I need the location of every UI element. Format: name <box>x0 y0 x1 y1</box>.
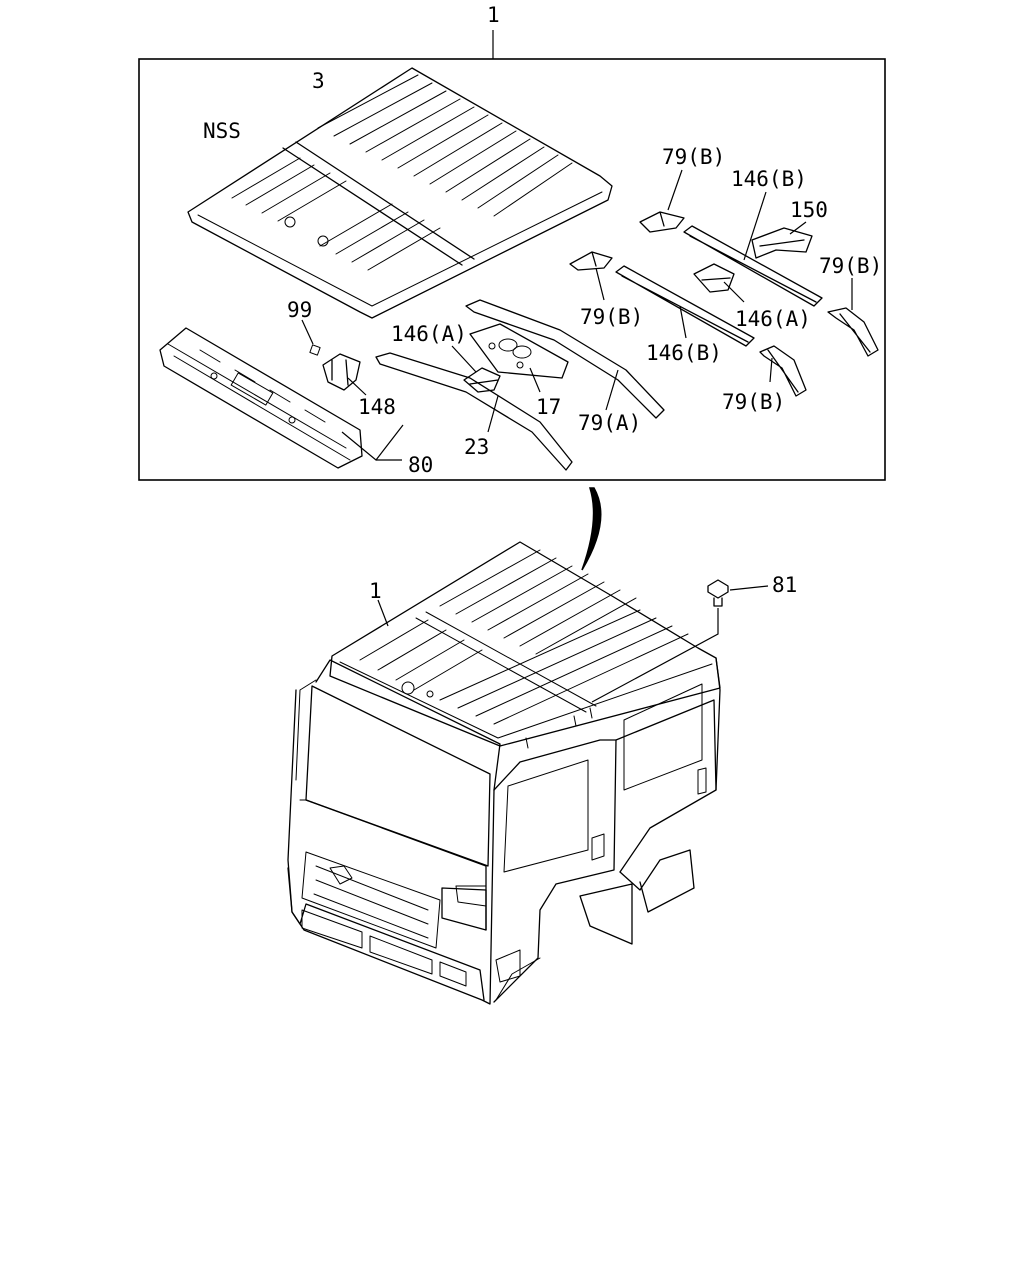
label-bracket-146a-right: 146(A) <box>735 307 811 331</box>
rail-79a <box>465 299 665 419</box>
label-cab-assembly: 1 <box>369 579 382 603</box>
rail-146b-mid-callout-leader <box>679 305 687 339</box>
label-rail-146b-top: 146(B) <box>731 167 807 191</box>
label-top-assembly: 1 <box>487 3 500 27</box>
roof-panel <box>187 67 613 319</box>
rail-146b-mid <box>615 265 755 347</box>
label-plate-17: 17 <box>536 395 561 419</box>
strip-79b-mid-callout-leader <box>595 267 605 301</box>
bracket-148-callout-leader <box>347 377 367 396</box>
rail-79a-callout-leader <box>605 369 619 411</box>
strip-79b-bottom-callout-leader <box>769 357 773 383</box>
bolt-81-callout-leader <box>591 585 769 703</box>
rail-146b-top-callout-leader <box>743 191 767 261</box>
plate-17-callout-leader <box>529 367 541 393</box>
bolt-81 <box>707 579 729 607</box>
label-plate-99: 99 <box>287 298 312 322</box>
front-header-callout-leader <box>341 424 404 461</box>
bracket-146a-right-callout-leader <box>723 281 745 303</box>
bracket-150 <box>751 227 813 259</box>
bracket-150-callout-leader <box>789 221 807 235</box>
bracket-146a-left-callout-leader <box>451 345 477 373</box>
plate-17 <box>469 323 569 379</box>
front-header-panel <box>159 327 363 469</box>
plate-99 <box>309 344 321 356</box>
strip-79b-right <box>827 307 879 357</box>
bracket-146a-right <box>693 263 735 293</box>
exploded-view-frame <box>138 58 886 481</box>
label-strip-79b-mid: 79(B) <box>580 305 643 329</box>
label-rail-23: 23 <box>464 435 489 459</box>
strip-79b-mid <box>569 251 613 271</box>
cab-illustration <box>287 541 721 1005</box>
strip-79b-bottom <box>759 345 807 397</box>
rail-23-callout-leader <box>487 395 499 433</box>
label-roof-panel: 3 <box>312 69 325 93</box>
label-rail-79a: 79(A) <box>578 411 641 435</box>
strip-79b-top <box>639 211 685 233</box>
label-bolt-81: 81 <box>772 573 797 597</box>
rail-23 <box>375 352 573 471</box>
label-rail-146b-mid: 146(B) <box>646 341 722 365</box>
label-bracket-150: 150 <box>790 198 828 222</box>
label-front-header-80: 80 <box>408 453 433 477</box>
label-bracket-146a-left: 146(A) <box>391 322 467 346</box>
label-strip-79b-top: 79(B) <box>662 145 725 169</box>
label-bracket-148: 148 <box>358 395 396 419</box>
plate-99-callout-leader <box>301 319 314 345</box>
rail-146b-top <box>683 225 823 307</box>
cab-assembly-callout-leader <box>377 599 389 627</box>
label-strip-79b-right: 79(B) <box>819 254 882 278</box>
assembly-arrow <box>581 487 602 571</box>
label-strip-79b-bottom: 79(B) <box>722 390 785 414</box>
strip-79b-top-callout-leader <box>667 169 683 211</box>
bracket-148 <box>322 353 361 391</box>
bracket-146a-left <box>463 367 501 393</box>
label-nss: NSS <box>203 119 241 143</box>
